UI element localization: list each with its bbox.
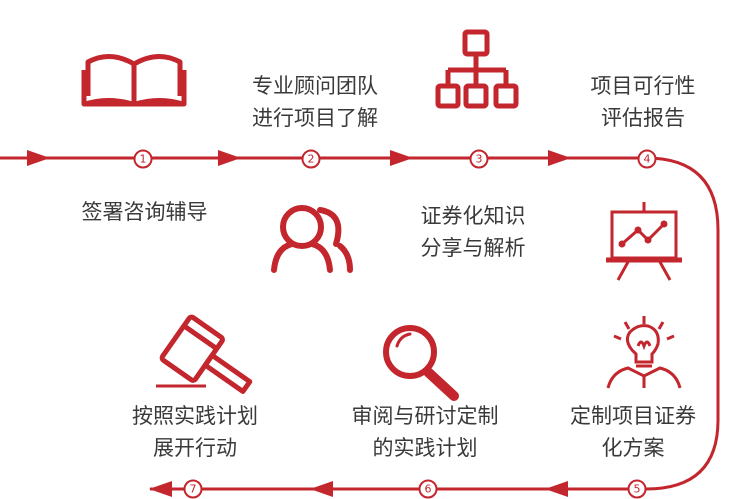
- step-number: 4: [644, 153, 651, 166]
- org-chart-icon: [435, 29, 519, 109]
- step-node-7: 7: [183, 479, 203, 499]
- step-label-line: 进行项目了解: [252, 106, 378, 130]
- step-label-line: 展开行动: [153, 436, 237, 460]
- step-label-line: 分享与解析: [420, 236, 526, 260]
- arrow-head: [310, 481, 333, 497]
- step-label-3: 证券化知识 分享与解析: [408, 200, 538, 264]
- arrow-head: [27, 150, 50, 166]
- step-node-1: 1: [133, 149, 153, 169]
- step-label-line: 化方案: [601, 436, 665, 460]
- step-node-4: 4: [637, 149, 657, 169]
- gavel-icon: [156, 314, 253, 394]
- book-icon: [81, 54, 187, 107]
- step-label-line: 证券化知识: [420, 204, 526, 228]
- step-label-line: 定制项目证券: [570, 404, 696, 428]
- step-node-5: 5: [627, 479, 647, 499]
- idea-person-icon: [606, 316, 682, 389]
- step-label-6: 审阅与研讨定制 的实践计划: [340, 400, 510, 464]
- step-label-line: 项目可行性: [590, 74, 696, 98]
- step-number: 2: [308, 153, 315, 166]
- step-number: 5: [634, 483, 641, 496]
- step-label-7: 按照实践计划 展开行动: [120, 400, 270, 464]
- step-label-1: 签署咨询辅导: [72, 196, 217, 228]
- step-number: 3: [476, 153, 483, 166]
- magnifier-icon: [383, 325, 459, 401]
- step-number: 1: [140, 153, 147, 166]
- step-label-line: 签署咨询辅导: [81, 200, 208, 224]
- arrow-head: [390, 150, 413, 166]
- step-number: 6: [425, 483, 432, 496]
- step-node-2: 2: [301, 149, 321, 169]
- step-node-6: 6: [418, 479, 438, 499]
- arrow-head: [548, 150, 571, 166]
- flow-line: [0, 156, 720, 491]
- presentation-chart-icon: [606, 202, 682, 281]
- step-label-line: 评估报告: [601, 106, 685, 130]
- step-label-line: 按照实践计划: [132, 404, 258, 428]
- step-node-3: 3: [469, 149, 489, 169]
- flow-arrows: [27, 150, 571, 497]
- step-label-2: 专业顾问团队 进行项目了解: [240, 70, 390, 134]
- step-label-line: 的实践计划: [372, 436, 478, 460]
- people-icon: [271, 205, 353, 273]
- step-label-line: 专业顾问团队: [252, 74, 378, 98]
- arrow-head: [545, 481, 568, 497]
- arrow-head: [218, 150, 241, 166]
- arrow-head: [149, 481, 172, 497]
- step-label-5: 定制项目证券 化方案: [558, 400, 708, 464]
- step-number: 7: [190, 483, 197, 496]
- step-label-4: 项目可行性 评估报告: [578, 70, 708, 134]
- step-label-line: 审阅与研讨定制: [351, 404, 499, 428]
